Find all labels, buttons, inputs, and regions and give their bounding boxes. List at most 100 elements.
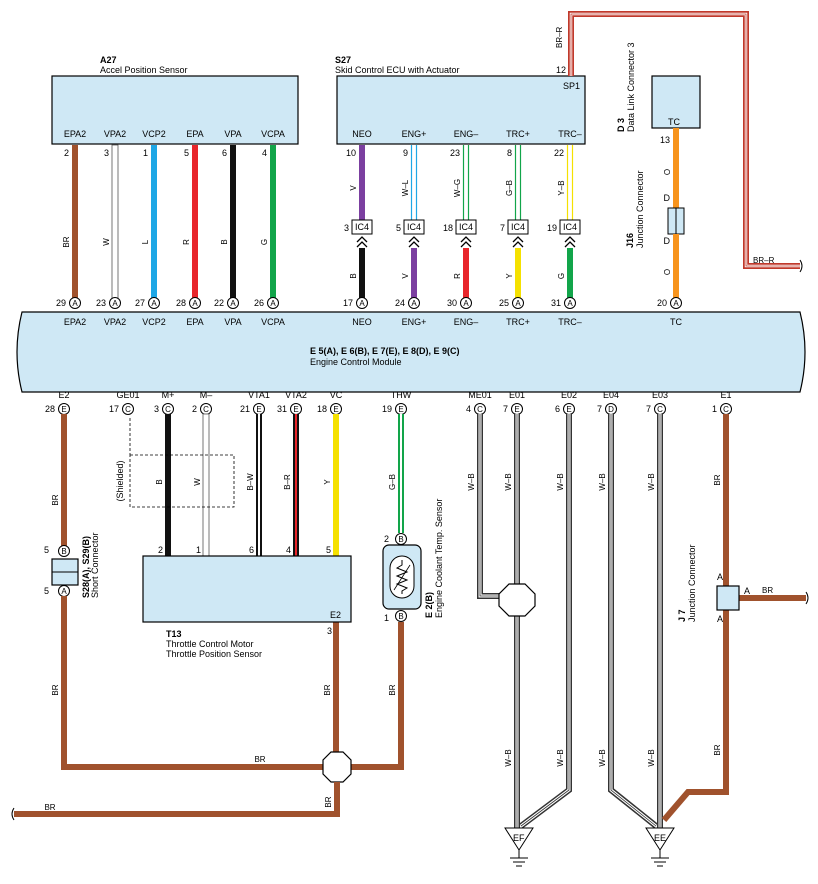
s27-ic-box-1 xyxy=(403,219,425,235)
bot-pin-name-13: E1 xyxy=(720,390,731,400)
e2b-pin1: 1 xyxy=(384,613,389,623)
j7-component: J 7 Junction Connector A A A BR xyxy=(677,544,773,624)
s27-ecm-conn-3-letter: A xyxy=(515,299,521,308)
s27-ecm-conn-2-letter: A xyxy=(463,299,469,308)
s27-ic-pin-1: 5 xyxy=(396,223,401,233)
bot-conn-1-letter: C xyxy=(125,405,131,414)
junction-out-label2: BR xyxy=(44,803,55,812)
s27-sp1: SP1 xyxy=(563,81,580,91)
e04-wire-stripe xyxy=(610,414,657,827)
d3-id: D 3 xyxy=(616,118,626,132)
s28-pin5a: 5 xyxy=(44,545,49,555)
a27-pin-num-0: 2 xyxy=(64,148,69,158)
s27-ic-pin-2: 18 xyxy=(443,223,453,233)
wb-label-0: W–B xyxy=(467,473,476,490)
ecm-ids: E 5(A), E 6(B), E 7(E), E 8(D), E 9(C) xyxy=(310,346,460,356)
s27-arrow-4 xyxy=(564,236,576,248)
j7-name: Junction Connector xyxy=(687,544,697,622)
j7-down-label: BR xyxy=(713,744,722,755)
e2b-id: E 2(B) xyxy=(424,592,434,618)
a27-ecm-conn-4-circle xyxy=(227,297,239,309)
a27-wires: EPA22BRA29EPA2VPA23WA23VPA2VCP21LA27VCP2… xyxy=(56,129,285,327)
bot-conn-6-letter: E xyxy=(333,405,338,414)
a27-pin-num-1: 3 xyxy=(104,148,109,158)
wb-label-1: W–B xyxy=(504,473,513,490)
e2-lower-wire xyxy=(61,596,325,770)
t13-e2: E2 xyxy=(330,610,341,620)
s27-ic-box-2 xyxy=(455,219,477,235)
bot-pin-num-0: 28 xyxy=(45,404,55,414)
ecm-top-s27-label-3: TRC+ xyxy=(506,317,530,327)
bot-conn-11-letter: D xyxy=(608,405,614,414)
j16-component: J16 Junction Connector xyxy=(625,170,645,248)
thw-label: G–B xyxy=(388,474,397,490)
s27-pin12: 12 xyxy=(556,65,566,75)
wb-label-5: W–B xyxy=(504,749,513,766)
ecm-top-s27-label-1: ENG+ xyxy=(402,317,427,327)
bot-pin-name-8: ME01 xyxy=(468,390,492,400)
a27-ecm-conn-0-circle xyxy=(69,297,81,309)
s27-bot-label-3: Y xyxy=(505,273,514,279)
ecm-top-label-0: EPA2 xyxy=(64,317,86,327)
s27-pin-num-2: 23 xyxy=(450,148,460,158)
bot-conn-0-letter: E xyxy=(61,405,66,414)
bot-conn-4-letter: E xyxy=(256,405,261,414)
s27-ecm-conn-3-circle xyxy=(512,297,524,309)
bot-pin-name-12: E03 xyxy=(652,390,668,400)
bot-conn-9-letter: E xyxy=(514,405,519,414)
a27-wire-label-3: R xyxy=(182,239,191,245)
bot-conn-12-letter: C xyxy=(657,405,663,414)
s27-wires: NEO10VIC43BA17NEOENG+9W–LIC45VA24ENG+ENG… xyxy=(343,129,582,327)
s27-ic-pin-3: 7 xyxy=(500,223,505,233)
d3-component: TC D 3 Data Link Connector 3 xyxy=(616,42,701,132)
a27-pin-name-3: EPA xyxy=(186,129,203,139)
s27-ic-box-0 xyxy=(351,219,373,235)
bot-pin-name-7: THW xyxy=(391,390,412,400)
me01-wire-stripe xyxy=(479,414,508,597)
a27-wire-label-5: G xyxy=(260,239,269,245)
s27-top-label-4: Y–B xyxy=(557,180,566,195)
ground-ef: EF xyxy=(504,827,534,867)
a27-ecm-conn-5-circle xyxy=(267,297,279,309)
bot-pin-name-1: GE01 xyxy=(116,390,139,400)
s28-name: Short Connector xyxy=(90,532,100,598)
bot-pin-name-4: VTA1 xyxy=(248,390,270,400)
bot-pin-name-0: E2 xyxy=(58,390,69,400)
s27-name: Skid Control ECU with Actuator xyxy=(335,65,460,75)
tc-ecm-pin: 20 xyxy=(657,298,667,308)
e02-wire-stripe xyxy=(520,414,570,827)
s27-arrow-2 xyxy=(460,236,472,248)
bot-pin-num-9: 7 xyxy=(503,404,508,414)
bot-conn-13-letter: C xyxy=(723,405,729,414)
t13-name2: Throttle Position Sensor xyxy=(166,649,262,659)
t13-id: T13 xyxy=(166,629,182,639)
e1-label: BR xyxy=(713,474,722,485)
s27-bot-label-1: V xyxy=(401,273,410,279)
s27-bot-label-2: R xyxy=(453,273,462,279)
bottom-left-break xyxy=(11,807,15,821)
bot-conn-10-letter: E xyxy=(566,405,571,414)
a27-wire-label-2: L xyxy=(141,239,150,244)
bot-pin-num-6: 18 xyxy=(317,404,327,414)
j7-a1: A xyxy=(717,572,723,582)
s27-ic-label-1: IC4 xyxy=(407,222,421,232)
mplus-label: B xyxy=(155,479,164,484)
s27-ecm-conn-2-circle xyxy=(460,297,472,309)
e2b-name: Engine Coolant Temp. Sensor xyxy=(434,499,444,618)
bot-conn-5-letter: E xyxy=(293,405,298,414)
t13-pin-num-0: 2 xyxy=(158,545,163,555)
a27-id: A27 xyxy=(100,55,117,65)
bot-conn-2-letter: C xyxy=(165,405,171,414)
a27-component: A27 Accel Position Sensor xyxy=(51,55,299,145)
a27-pin-name-0: EPA2 xyxy=(64,129,86,139)
e2b-pin2: 2 xyxy=(384,534,389,544)
s27-ic-box-4 xyxy=(559,219,581,235)
br-r-label-1: BR–R xyxy=(555,26,564,48)
s27-bot-label-4: G xyxy=(557,273,566,279)
j16-id: J16 xyxy=(625,233,635,248)
wb-label-2: W–B xyxy=(556,473,565,490)
bot-pin-num-7: 19 xyxy=(382,404,392,414)
s27-top-label-0: V xyxy=(349,185,358,191)
shield: (Shielded) xyxy=(115,418,235,508)
s27-ecm-conn-0-letter: A xyxy=(359,299,365,308)
